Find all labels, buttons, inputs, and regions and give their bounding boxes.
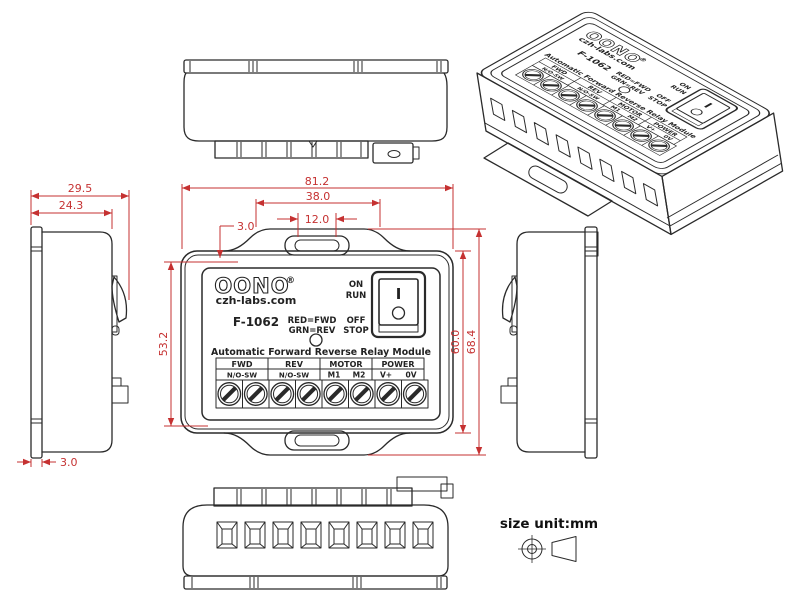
iso-mount-slot xyxy=(528,165,568,194)
wire-entry-holes xyxy=(216,521,434,549)
dimension-annotations: 81.2 38.0 12.0 3.0 29.5 24.3 3.0 53.2 60… xyxy=(17,175,486,469)
tick-marks xyxy=(31,246,42,424)
left-side-view xyxy=(30,226,129,459)
top-view xyxy=(183,59,449,164)
body-profile xyxy=(41,231,113,453)
dim-body-depth: 24.3 xyxy=(59,199,84,212)
tick-marks xyxy=(236,489,392,505)
dim-slot-length: 12.0 xyxy=(305,213,330,226)
switch-lever xyxy=(111,276,128,323)
dim-body-height: 60.0 xyxy=(449,330,462,355)
switch-lever xyxy=(501,276,518,323)
bottom-view xyxy=(182,476,454,590)
iso-pin xyxy=(584,231,599,257)
tick-marks xyxy=(236,142,362,157)
dim-overall-width: 81.2 xyxy=(305,175,330,188)
switch-tab-top xyxy=(372,142,414,164)
dim-overall-depth: 29.5 xyxy=(68,182,93,195)
dim-tab-width: 38.0 xyxy=(306,190,331,203)
enclosure-outline xyxy=(180,250,454,434)
mount-tab-bottom xyxy=(223,432,411,456)
switch-tab-bottom xyxy=(396,476,448,492)
dim-overall-height: 68.4 xyxy=(465,330,478,355)
isometric-view xyxy=(476,11,784,257)
mount-plate xyxy=(584,226,598,459)
projection-note: size unit:mm xyxy=(500,516,598,563)
mount-plate xyxy=(30,226,43,459)
center-notch xyxy=(308,140,318,148)
dim-mount-span: 53.2 xyxy=(157,332,170,357)
iso-mount-tab xyxy=(483,142,613,217)
front-view xyxy=(180,228,454,456)
iso-rim-lines xyxy=(484,122,782,227)
third-angle-projection-icon xyxy=(518,535,577,563)
mount-tab-top xyxy=(223,228,411,252)
body-outline xyxy=(182,504,449,577)
dim-plate-thickness: 3.0 xyxy=(60,456,78,469)
iso-wire-holes xyxy=(490,97,659,207)
tick-marks xyxy=(189,61,442,72)
terminal-profile xyxy=(111,377,122,387)
mount-slot-bottom xyxy=(284,430,350,451)
tick-marks xyxy=(191,577,442,588)
body-profile xyxy=(516,231,586,453)
tick-marks xyxy=(585,246,597,424)
dim-tab-offset: 3.0 xyxy=(237,220,255,233)
right-side-view xyxy=(500,226,598,459)
unit-note: size unit:mm xyxy=(500,516,598,532)
terminal-profile xyxy=(507,377,518,387)
